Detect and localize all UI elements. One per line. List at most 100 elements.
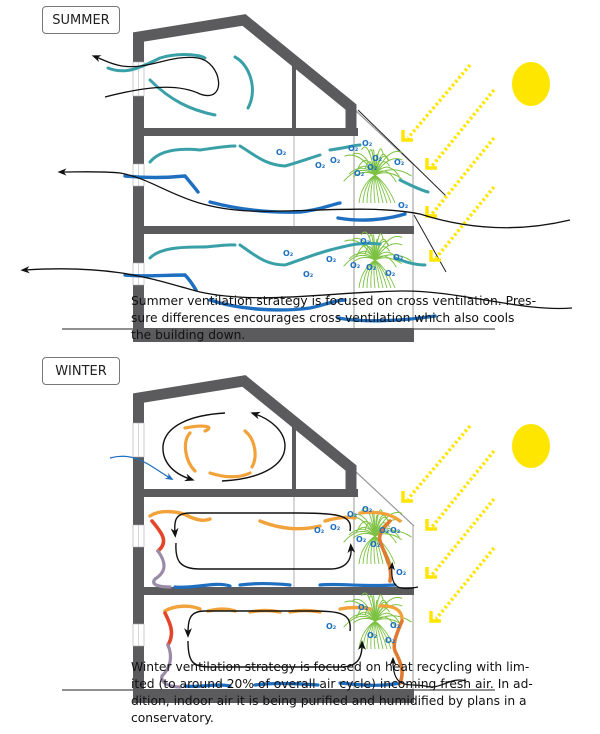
plant-leaf <box>374 150 403 176</box>
caption-line: dition, indoor air it is being purified … <box>131 694 527 708</box>
airflow-arrow <box>20 266 573 310</box>
roof-and-wall <box>133 14 357 340</box>
o2-label: O₂ <box>360 237 371 246</box>
air-flow-ribbon <box>106 53 207 73</box>
airflow-arrow <box>91 55 220 98</box>
air-flow-ribbon <box>233 55 254 110</box>
plant-leaf <box>374 255 397 268</box>
plant-leaf <box>374 514 379 537</box>
o2-label: O₂ <box>394 158 405 167</box>
conservatory-glass-roof <box>354 470 415 527</box>
airflow-arrow <box>389 656 467 688</box>
o2-label: O₂ <box>370 540 381 549</box>
o2-label: O₂ <box>330 156 341 165</box>
plant-leaf <box>374 522 390 537</box>
sun-ray <box>406 424 472 501</box>
airflow-arrow <box>187 640 366 668</box>
air-flow-ribbon <box>208 298 347 312</box>
o2-label: O₂ <box>385 269 396 278</box>
plant-leaf <box>352 152 376 176</box>
o2-label: O₂ <box>314 526 325 535</box>
caption-line: Summer ventilation strategy is focused o… <box>131 294 537 308</box>
plant-leaf <box>374 172 402 180</box>
airflow-arrow <box>57 168 571 229</box>
plant-leaf <box>343 615 376 628</box>
o2-label: O₂ <box>390 526 401 535</box>
o2-label: O₂ <box>367 631 378 640</box>
plant-leaf <box>355 611 376 622</box>
attic-partition <box>292 421 296 491</box>
o2-label: O₂ <box>367 163 378 172</box>
airflow-arrow <box>175 542 356 570</box>
plant-leaf <box>374 535 380 565</box>
fresh-air-arrow <box>109 455 174 481</box>
sun-ray-arrowhead <box>401 130 413 142</box>
ground-floor-slab <box>133 689 414 703</box>
plant-leaf <box>373 535 376 565</box>
caption-line: ited (to around 20% of overall air cycle… <box>131 677 533 691</box>
ground-floor-slab <box>133 328 414 342</box>
summer-caption: Summer ventilation strategy is focused o… <box>131 293 571 344</box>
plant-leaf <box>368 234 376 261</box>
plant-leaf <box>352 598 376 622</box>
plant-leaf <box>370 174 376 204</box>
plant-leaf <box>373 259 376 289</box>
winter-caption: Winter ventilation strategy is focused o… <box>131 659 571 727</box>
hot-air-ribbon <box>150 519 166 553</box>
plant-leaf <box>374 153 389 176</box>
air-flow-ribbon <box>393 256 427 267</box>
plant-leaf <box>370 535 376 565</box>
hot-air-ribbon <box>163 611 174 647</box>
airflow-arrow <box>184 610 351 638</box>
plant-leaf <box>370 620 376 650</box>
plant-leaf <box>355 526 376 537</box>
plant-leaf <box>355 165 376 176</box>
air-flow-ribbon <box>123 174 200 194</box>
plant-leaf <box>374 259 380 289</box>
plant-leaf <box>374 257 402 265</box>
o2-label: O₂ <box>348 144 359 153</box>
o2-label: O₂ <box>347 510 358 519</box>
o2-label: O₂ <box>283 249 294 258</box>
plant-leaf <box>374 607 390 622</box>
plant-leaf <box>374 238 389 261</box>
middle-floor-slab <box>133 226 414 234</box>
plant-leaf <box>373 174 376 204</box>
air-flow-ribbon <box>148 243 237 260</box>
o2-label: O₂ <box>330 523 341 532</box>
o2-label: O₂ <box>362 139 373 148</box>
plant-leaf <box>373 620 376 650</box>
air-flow-ribbon <box>183 681 402 689</box>
plant-leaf <box>364 522 376 537</box>
plant-leaf <box>364 161 376 176</box>
sun-ray-arrowhead <box>401 491 413 503</box>
roof-and-wall <box>133 375 357 701</box>
air-flow-ribbon <box>173 581 397 589</box>
plant-leaf <box>374 531 397 544</box>
open-glazing-upper <box>357 109 447 197</box>
o2-label: O₂ <box>379 526 390 535</box>
plant-leaf <box>374 161 390 176</box>
mixed-air-ribbon <box>152 549 172 589</box>
plant-leaf <box>343 169 376 182</box>
winter-label: WINTER <box>42 357 120 385</box>
o2-label: O₂ <box>390 621 401 630</box>
air-flow-ribbon <box>148 78 217 117</box>
o2-label: O₂ <box>326 622 337 631</box>
air-flow-ribbon <box>238 241 382 267</box>
o2-label: O₂ <box>326 255 337 264</box>
air-flow-ribbon <box>328 143 362 152</box>
plant-leaf <box>374 174 380 204</box>
sun-icon <box>512 424 550 468</box>
plant-leaf <box>370 259 376 289</box>
conservatory-glass-roof <box>354 109 415 166</box>
summer-label: SUMMER <box>42 6 120 34</box>
sun-ray <box>406 63 472 140</box>
plant-leaf <box>374 620 380 650</box>
o2-label: O₂ <box>350 261 361 270</box>
plant-leaf <box>374 259 396 289</box>
sun-ray <box>434 185 496 260</box>
plant-leaf <box>374 153 379 176</box>
sun-ray-arrowhead <box>429 250 441 262</box>
